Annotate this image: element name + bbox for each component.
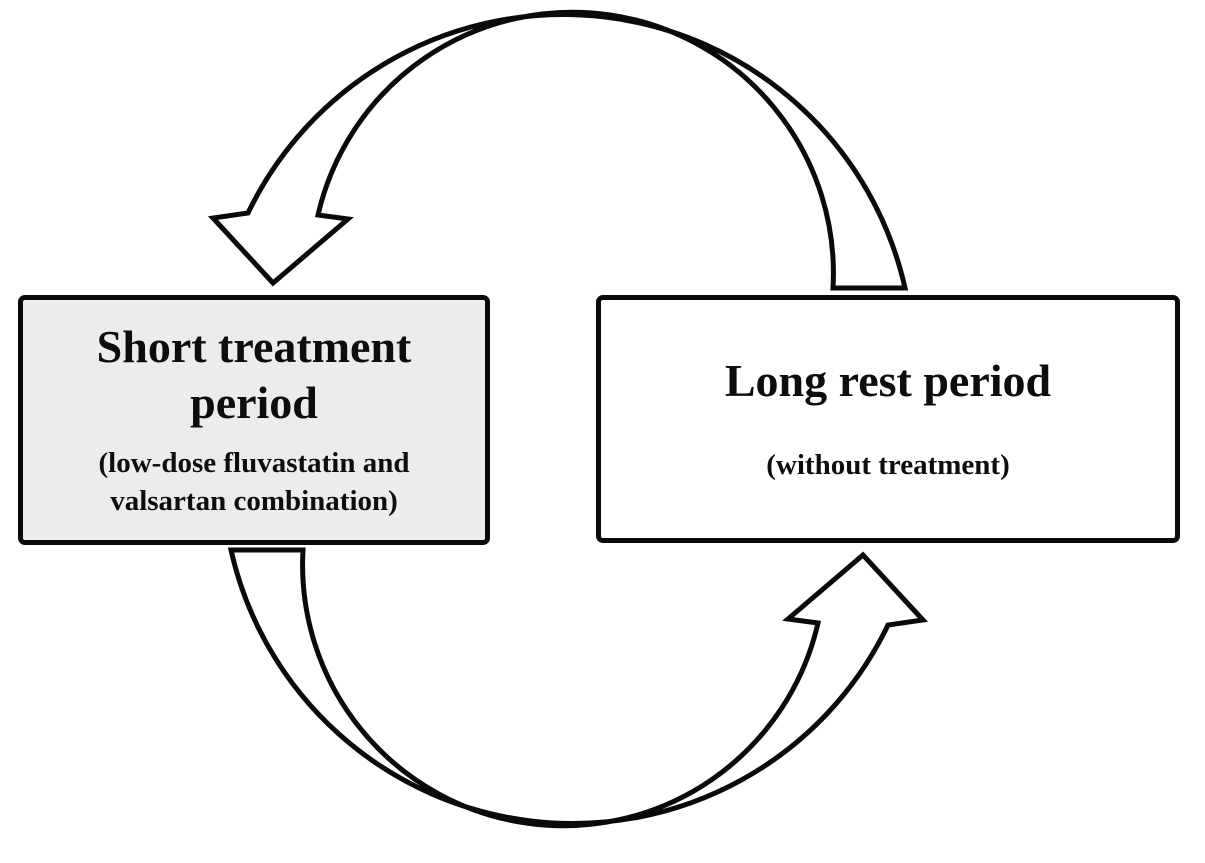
short-treatment-subtitle: (low-dose fluvastatin and valsartan comb… [98,447,410,518]
node-long-rest-period: Long rest period (without treatment) [596,295,1180,543]
short-treatment-title: Short treatment period [96,321,412,429]
arrow-treatment-to-rest [227,547,929,829]
node-short-treatment-period: Short treatment period (low-dose fluvast… [18,295,490,545]
long-rest-title: Long rest period [724,355,1052,407]
long-rest-subtitle: (without treatment) [766,449,1010,482]
arrow-rest-to-treatment [207,9,909,291]
